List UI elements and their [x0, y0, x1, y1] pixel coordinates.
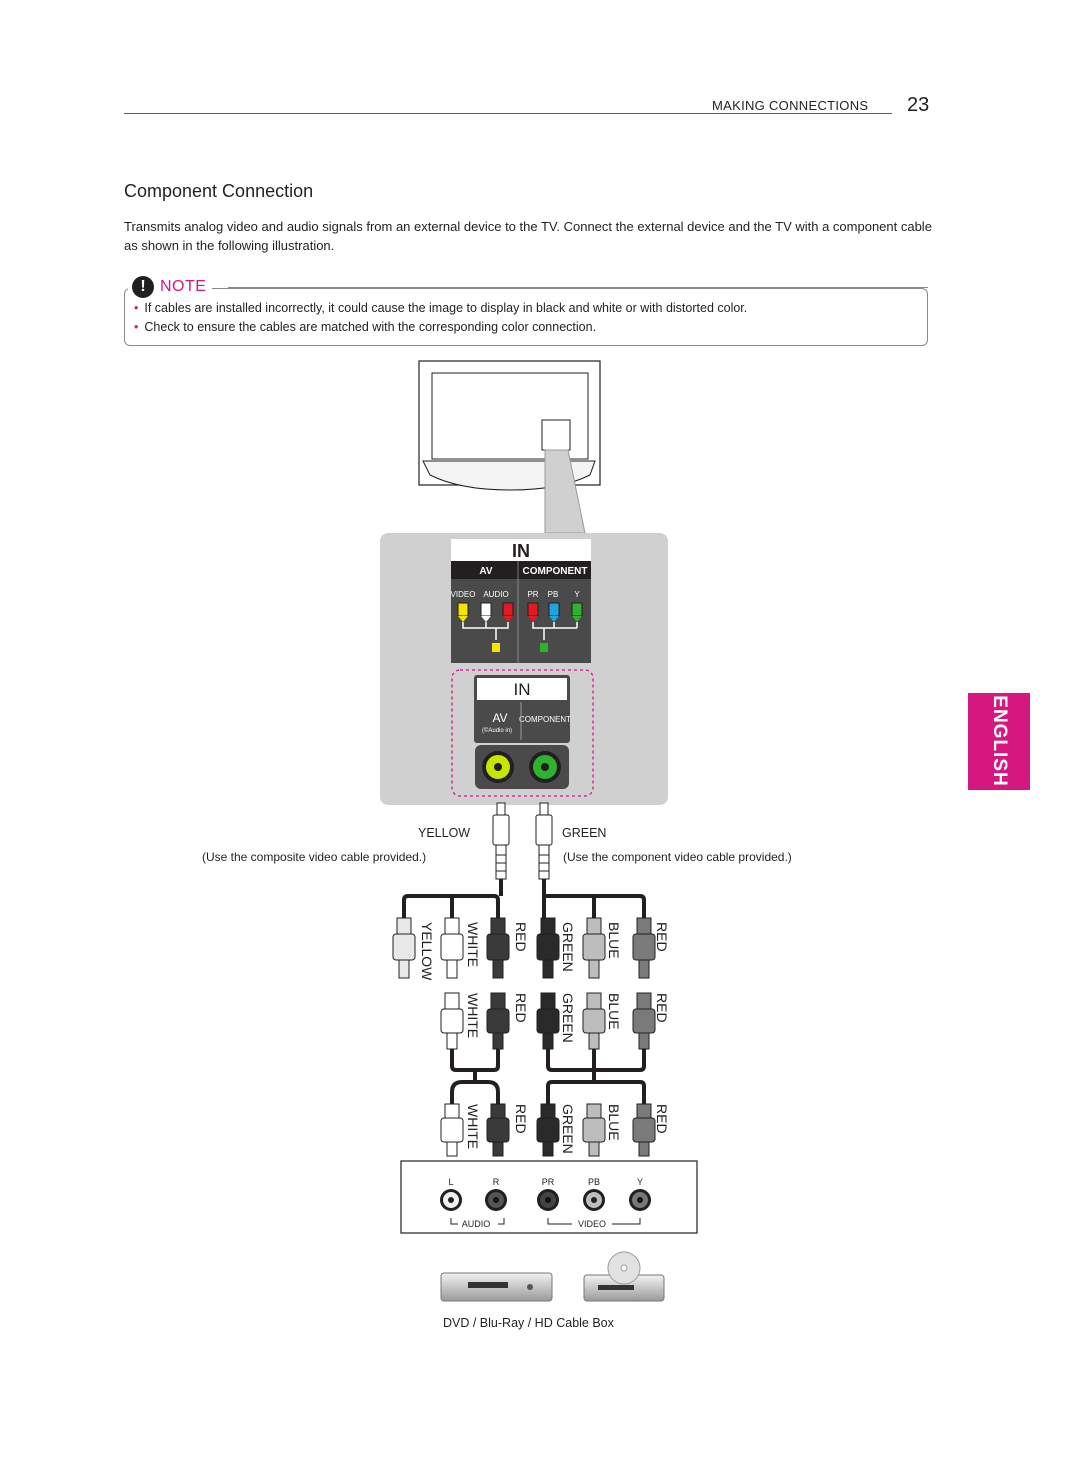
rca-plug-red-icon: [486, 1103, 510, 1157]
green-cable-label: GREEN: [562, 826, 607, 840]
plug-label-green: GREEN: [560, 1104, 576, 1154]
bullet-icon: •: [134, 320, 139, 334]
plug-label-blue: BLUE: [606, 993, 622, 1030]
large-input-panel: IN AV COMPONENT VIDEO AUDIO PR PB Y: [451, 539, 591, 663]
highlight-outline: [451, 669, 594, 797]
bullet-icon: •: [134, 301, 139, 315]
plug-label-red: RED: [654, 1104, 670, 1134]
rca-plug-blue-icon: [582, 1103, 606, 1157]
yellow-green-jack-icon: [482, 751, 514, 783]
rca-plug-green-icon: [536, 1103, 560, 1157]
header-rule: [124, 113, 892, 114]
small-component-label: COMPONENT: [519, 715, 571, 724]
plug-label-white: WHITE: [465, 1104, 481, 1149]
rca-plug-white-icon: [440, 992, 464, 1050]
rca-jack-blue-icon: [583, 1189, 605, 1211]
note-item: • If cables are installed incorrectly, it…: [134, 301, 747, 315]
rca-plug-red-icon: [486, 992, 510, 1050]
intro-paragraph: Transmits analog video and audio signals…: [124, 219, 932, 253]
dvd-player-icon: [440, 1272, 553, 1302]
pb-label: PB: [548, 590, 559, 599]
video-label: VIDEO: [451, 590, 476, 599]
rca-plug-white-icon: [440, 917, 464, 979]
composite-cable-note: (Use the composite video cable provided.…: [202, 850, 427, 864]
rca-plug-green-icon: [536, 917, 560, 979]
jack-red-icon: [502, 602, 514, 622]
rca-plug-red-icon: [632, 1103, 656, 1157]
rca-plug-red-icon: [486, 917, 510, 979]
av-label: AV: [479, 566, 492, 577]
note-title: NOTE: [160, 278, 207, 295]
component-cable-note: (Use the component video cable provided.…: [563, 850, 792, 864]
audio-group-label: AUDIO: [462, 1219, 491, 1229]
note-item-text: If cables are installed incorrectly, it …: [144, 301, 748, 315]
pr-label: PR: [527, 590, 538, 599]
section-label: MAKING CONNECTIONS: [712, 98, 869, 113]
rca-jack-white-icon: [440, 1189, 462, 1211]
exclamation-icon: !: [132, 276, 154, 298]
jack-label-r: R: [493, 1177, 500, 1187]
rca-plug-green-icon: [536, 992, 560, 1050]
video-group-label: VIDEO: [578, 1219, 606, 1229]
jack-label-l: L: [448, 1177, 453, 1187]
page-title: Component Connection: [124, 181, 314, 201]
small-input-panel: IN AV (©Audio in) COMPONENT: [474, 675, 571, 789]
device-output-panel: L R PR PB Y AUDIO VIDEO: [400, 1160, 698, 1234]
rca-jack-green-icon: [537, 1189, 559, 1211]
note-item-text: Check to ensure the cables are matched w…: [144, 320, 597, 334]
plug-label-red: RED: [654, 993, 670, 1023]
rca-jack-red-icon: [629, 1189, 651, 1211]
rca-plug-red-icon: [632, 992, 656, 1050]
rca-jack-red-icon: [485, 1189, 507, 1211]
y-label: Y: [574, 590, 580, 599]
plug-label-blue: BLUE: [606, 922, 622, 959]
small-av-label: AV: [492, 711, 507, 725]
plug-label-red: RED: [654, 922, 670, 952]
jack-white-icon: [480, 602, 492, 622]
plug-label-white: WHITE: [465, 993, 481, 1038]
plug-label-red: RED: [513, 1104, 529, 1134]
component-label: COMPONENT: [523, 566, 588, 577]
device-caption: DVD / Blu-Ray / HD Cable Box: [443, 1316, 614, 1330]
composite-plug-icon: [492, 802, 510, 880]
plug-label-red: RED: [513, 922, 529, 952]
rca-plug-yellow-icon: [392, 917, 416, 979]
component-plug-icon: [535, 802, 553, 880]
green-jack-icon: [529, 751, 561, 783]
jack-label-pr: PR: [542, 1177, 555, 1187]
large-panel-title: IN: [512, 541, 530, 561]
plug-label-green: GREEN: [560, 993, 576, 1043]
note-divider: [228, 287, 928, 288]
plug-label-blue: BLUE: [606, 1104, 622, 1141]
plug-label-red: RED: [513, 993, 529, 1023]
note-box: [124, 288, 928, 346]
bluray-player-icon: [583, 1251, 665, 1302]
language-tab: [968, 693, 1030, 790]
audio-in-label: (©Audio in): [482, 727, 512, 734]
jack-red-icon: [527, 602, 539, 622]
rca-plug-red-icon: [632, 917, 656, 979]
note-item: • Check to ensure the cables are matched …: [134, 320, 596, 334]
plug-label-white: WHITE: [465, 922, 481, 967]
audio-label: AUDIO: [483, 590, 508, 599]
jack-green-icon: [571, 602, 583, 622]
jack-label-y: Y: [637, 1177, 643, 1187]
plug-label-green: GREEN: [560, 922, 576, 972]
rca-plug-white-icon: [440, 1103, 464, 1157]
jack-label-pb: PB: [588, 1177, 600, 1187]
jack-blue-icon: [548, 602, 560, 622]
rca-plug-blue-icon: [582, 917, 606, 979]
rca-plug-blue-icon: [582, 992, 606, 1050]
small-panel-title: IN: [514, 680, 531, 699]
note-header: ! NOTE: [128, 276, 213, 298]
plug-label-yellow: YELLOW: [419, 922, 435, 981]
yellow-cable-label: YELLOW: [418, 826, 471, 840]
tv-back-illustration: [418, 360, 601, 534]
page-number: 23: [907, 94, 930, 116]
jack-yellow-icon: [457, 602, 469, 622]
